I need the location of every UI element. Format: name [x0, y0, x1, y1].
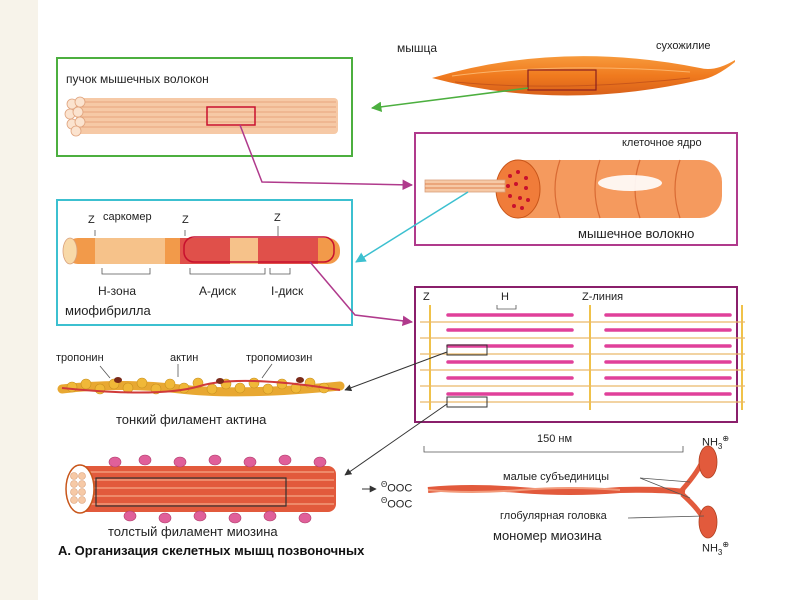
ooc-text-2: ООС	[387, 498, 413, 511]
myosin-monomer-label: мономер миозина	[493, 528, 602, 543]
nucleus-label: клеточное ядро	[622, 137, 702, 149]
figure-caption: А. Организация скелетных мышц позвоночны…	[58, 543, 365, 558]
myofibril-z-label-3: Z	[274, 212, 281, 224]
nh3-label-bottom: NH3⊕	[702, 540, 729, 557]
nh3-charge-bottom: ⊕	[722, 540, 730, 549]
sarcomere-h-label: Н	[501, 291, 509, 303]
myofibril-z-label-2: Z	[182, 214, 189, 226]
ooc-label-2: ΘООС	[381, 496, 412, 511]
tendon-label: сухожилие	[656, 40, 711, 52]
nh3-text-top: NH	[702, 436, 718, 449]
thin-filament-drawing	[57, 363, 345, 397]
myofibril-z-label-1: Z	[88, 214, 95, 226]
bundle-label: пучок мышечных волокон	[66, 72, 209, 86]
a-disk-label: А-диск	[199, 284, 236, 298]
muscle-label: мышца	[397, 41, 438, 55]
thick-filament-label: толстый филамент миозина	[108, 524, 278, 539]
nh3-label-top: NH3⊕	[702, 434, 729, 451]
nh3-sub-bottom: 3	[717, 547, 723, 557]
ooc-charge-1: Θ	[381, 480, 388, 489]
fiber-panel	[355, 132, 738, 263]
globular-head-label: глобулярная головка	[500, 510, 607, 522]
ooc-text-1: ООС	[387, 482, 413, 495]
z-line-label: Z-линия	[582, 291, 624, 303]
small-subunits-label: малые субъединицы	[503, 471, 609, 483]
thick-filament-drawing	[65, 454, 336, 524]
myofibril-label: миофибрилла	[65, 303, 151, 318]
tropomyosin-label: тропомиозин	[246, 352, 313, 364]
muscle-drawing	[370, 56, 735, 113]
sarcomere-z-label: Z	[423, 291, 430, 303]
nh3-sub-top: 3	[717, 441, 723, 451]
side-band	[0, 0, 38, 600]
bundle-panel	[56, 57, 414, 191]
ooc-label-1: ΘООС	[381, 480, 412, 495]
i-disk-label: I-диск	[271, 284, 304, 298]
sarcomere-detail-panel	[344, 286, 745, 476]
troponin-label: тропонин	[56, 352, 104, 364]
nh3-charge-top: ⊕	[722, 434, 730, 443]
fiber-label: мышечное волокно	[578, 226, 695, 241]
myosin-monomer-drawing	[362, 445, 718, 539]
h-zone-label: Н-зона	[98, 284, 137, 298]
nh3-text-bottom: NH	[702, 542, 718, 555]
sarcomere-label: саркомер	[103, 211, 152, 223]
myofibril-panel	[56, 199, 414, 327]
myosin-length-label: 150 нм	[537, 433, 573, 445]
thin-filament-label: тонкий филамент актина	[116, 412, 267, 427]
ooc-charge-2: Θ	[381, 496, 388, 505]
actin-label: актин	[170, 352, 199, 364]
